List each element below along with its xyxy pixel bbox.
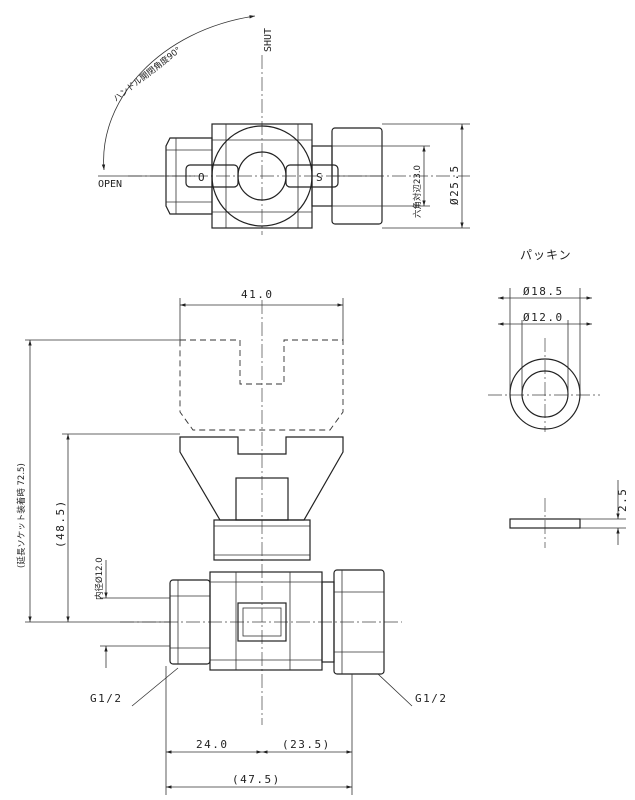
open-handle-mark: O [198, 171, 205, 184]
total-length-dimension: (47.5) [232, 773, 281, 786]
packing-outer-dimension: Ø18.5 [523, 285, 564, 298]
height-to-center-dimension: (48.5) [54, 499, 67, 548]
packing-view: パッキン Ø18.5 Ø12.0 2.5 [488, 248, 629, 548]
shut-handle-mark: S [316, 171, 323, 184]
right-thread-label: G1/2 [415, 692, 448, 705]
handle-rotation-arc [101, 15, 256, 171]
front-view: 41.0 (延長ソケット装着時 72.5) [16, 288, 448, 795]
left-length-dimension: 24.0 [196, 738, 229, 751]
inner-bore-dimension: 内径Ø12.0 [94, 557, 105, 600]
open-label: OPEN [98, 179, 122, 190]
shut-label: SHUT [263, 28, 274, 52]
right-length-dimension: (23.5) [282, 738, 331, 751]
packing-inner-dimension: Ø12.0 [523, 311, 564, 324]
total-height-dimension: (延長ソケット装着時 72.5) [16, 463, 27, 568]
outer-dia-dimension: Ø25.5 [448, 164, 461, 205]
packing-title: パッキン [520, 248, 572, 262]
handle-width-dimension: 41.0 [241, 288, 274, 301]
top-view: SHUT OPEN ハンドル開閉角度90° O S 六角対辺23.0 [98, 15, 470, 235]
hex-dimension: 六角対辺23.0 [412, 165, 423, 218]
left-thread-label: G1/2 [90, 692, 123, 705]
handle-angle-label: ハンドル開閉角度90° [111, 45, 183, 105]
packing-thickness-dimension: 2.5 [616, 488, 629, 512]
